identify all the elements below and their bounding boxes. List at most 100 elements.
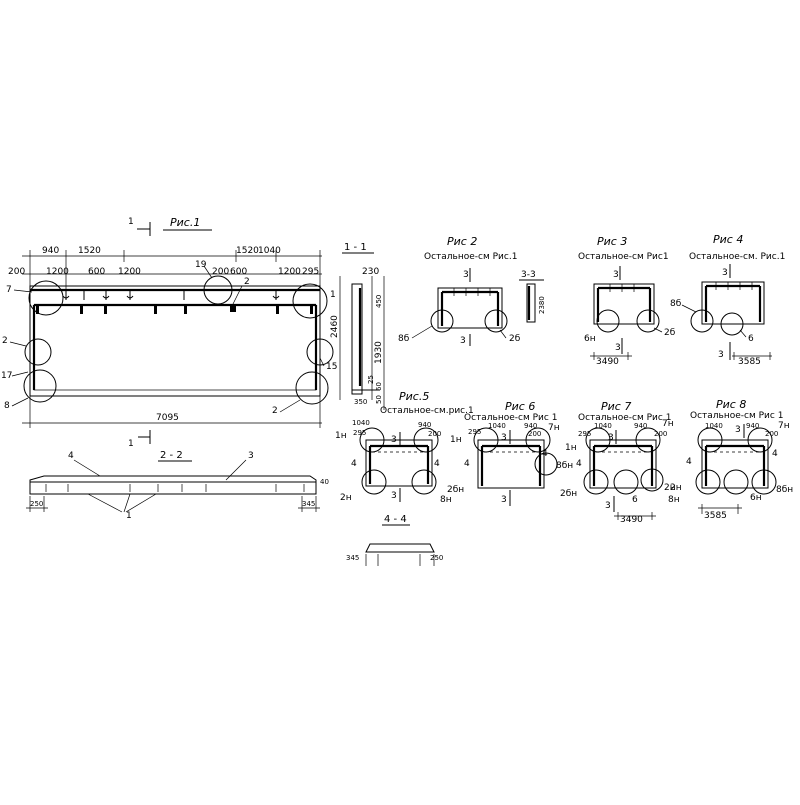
fig8-dim-1040: 1040 [705, 422, 723, 430]
fig8-label-4-right: 4 [772, 449, 778, 459]
figure-1: Рис.1 1 940 1520 1520 1040 200 1200 600 … [1, 216, 337, 428]
fig5-label-4-right: 4 [434, 459, 440, 469]
fig1-section-mark: 1 [128, 217, 134, 227]
callout-2-left: 2 [2, 336, 8, 346]
detail-circle-8 [23, 369, 57, 403]
fig8-label-7n: 7н [778, 421, 790, 431]
fig8-label-3: 3 [735, 425, 741, 435]
dim-1520-left: 1520 [78, 246, 101, 256]
fig7-dim-295: 295 [578, 430, 591, 438]
sec33-title: 3-3 [521, 270, 536, 280]
fig7-label-2n: 2н [664, 483, 676, 493]
fig7-dim-3490: 3490 [620, 515, 643, 525]
dim-200-mid: 200 [212, 267, 229, 277]
sec22-dim-345: 345 [302, 500, 315, 508]
fig3-label-3-top: 3 [613, 270, 619, 280]
sec22-label-3: 3 [248, 451, 254, 461]
fig6-label-1n: 1н [450, 435, 462, 445]
dim-1200-c: 1200 [278, 267, 301, 277]
fig3-dim-3490: 3490 [596, 357, 619, 367]
fig7-label-1n: 1н [565, 443, 577, 453]
overall-length: 7095 [156, 413, 179, 423]
sec22-section-mark: 1 [128, 439, 134, 449]
fig5-label-4-left: 4 [351, 459, 357, 469]
fig7-label-3-bottom: 3 [605, 501, 611, 511]
fig6-label-4-right: 4 [542, 449, 548, 459]
sec11-title: 1 - 1 [344, 242, 367, 253]
fig3-label-3-bottom: 3 [615, 343, 621, 353]
fig4-label-3-top: 3 [722, 268, 728, 278]
callout-8: 8 [4, 401, 10, 411]
sec11-dim-1930: 1930 [374, 341, 384, 364]
sec11-dim-350: 350 [354, 398, 367, 406]
fig6-dim-200: 200 [528, 430, 541, 438]
fig8-label-8bn: 8бн [776, 485, 793, 495]
fig7-label-3-top: 3 [608, 433, 614, 443]
detail-circle-15 [306, 338, 334, 366]
fig5-dim-940: 940 [418, 421, 431, 429]
fig4-label-8b: 8б [670, 299, 682, 309]
fig2-label-2b: 2б [509, 334, 521, 344]
fig6-label-8bn: 8бн [556, 461, 573, 471]
dim-1200-a: 1200 [46, 267, 69, 277]
sec22-label-40: 40 [320, 478, 329, 486]
fig8-label-2n: 2н [670, 483, 682, 493]
fig7-subtitle: Остальное-см Рис 1 [578, 413, 671, 423]
callout-1-right: 1 [330, 290, 336, 300]
sec11-dim-230: 230 [362, 267, 379, 277]
sec22-title: 2 - 2 [160, 450, 183, 461]
dim-940: 940 [42, 246, 59, 256]
fig6-label-7n: 7н [548, 423, 560, 433]
fig7-label-2bn: 2бн [560, 489, 577, 499]
callout-19: 19 [195, 260, 207, 270]
fig4-dim-3585: 3585 [738, 357, 761, 367]
sec22-label-1: 1 [126, 511, 132, 521]
fig7-label-7n: 7н [662, 419, 674, 429]
fig5-label-2n: 2н [340, 493, 352, 503]
fig8-title: Рис 8 [716, 398, 746, 411]
fig3-label-2b: 2б [664, 328, 676, 338]
section-2-2: 1 2 - 2 4 3 1 40 250 345 [26, 430, 329, 521]
sec11-dim-450: 450 [375, 295, 383, 308]
dim-600-b: 600 [230, 267, 247, 277]
fig7-title: Рис 7 [601, 400, 631, 413]
fig4-subtitle: Остальное-см. Рис.1 [689, 252, 785, 262]
detail-circle-19 [203, 275, 233, 305]
detail-circle-2-right [295, 371, 329, 405]
fig5-label-2bn: 2бн [447, 485, 464, 495]
fig6-dim-1040: 1040 [488, 422, 506, 430]
fig5-dim-1040: 1040 [352, 419, 370, 427]
sec11-dim-2460: 2460 [330, 315, 340, 338]
dim-600-a: 600 [88, 267, 105, 277]
callout-15: 15 [326, 362, 337, 372]
sec22-label-4: 4 [68, 451, 74, 461]
sec44-title: 4 - 4 [384, 514, 407, 525]
section-1-1: 1 - 1 230 450 2460 1930 25 350 50 60 [330, 242, 385, 410]
fig8-subtitle: Остальное-см Рис 1 [690, 411, 783, 421]
fig6-dim-940: 940 [524, 422, 537, 430]
fig8-dim-940: 940 [746, 422, 759, 430]
fig3-label-6n: 6н [584, 334, 596, 344]
fig2-label-3-top: 3 [463, 270, 469, 280]
sec44-dim-345: 345 [346, 554, 359, 562]
figure-5: Рис.5 Остальное-см.рис.1 1040 295 940 20… [335, 390, 474, 505]
fig7-dim-940: 940 [634, 422, 647, 430]
dim-1520-right: 1520 [236, 246, 259, 256]
fig6-label-3-top: 3 [501, 433, 507, 443]
callout-7: 7 [6, 285, 12, 295]
fig7-label-6: 6 [632, 495, 638, 505]
figure-6: Рис 6 Остальное-см Рис 1 295 1040 940 20… [450, 400, 573, 506]
sec11-dim-50: 50 [375, 395, 383, 404]
callout-2-bottom: 2 [272, 406, 278, 416]
fig6-title: Рис 6 [505, 400, 535, 413]
dim-200-left: 200 [8, 267, 25, 277]
fig5-dim-200: 200 [428, 430, 441, 438]
fig4-label-3-bottom: 3 [718, 350, 724, 360]
fig2-label-3-bottom: 3 [460, 336, 466, 346]
fig8-label-6n: 6н [750, 493, 762, 503]
fig6-label-4-left: 4 [464, 459, 470, 469]
fig5-title: Рис.5 [399, 390, 429, 403]
fig6-subtitle: Остальное-см Рис 1 [464, 413, 557, 423]
fig2-title: Рис 2 [447, 235, 477, 248]
